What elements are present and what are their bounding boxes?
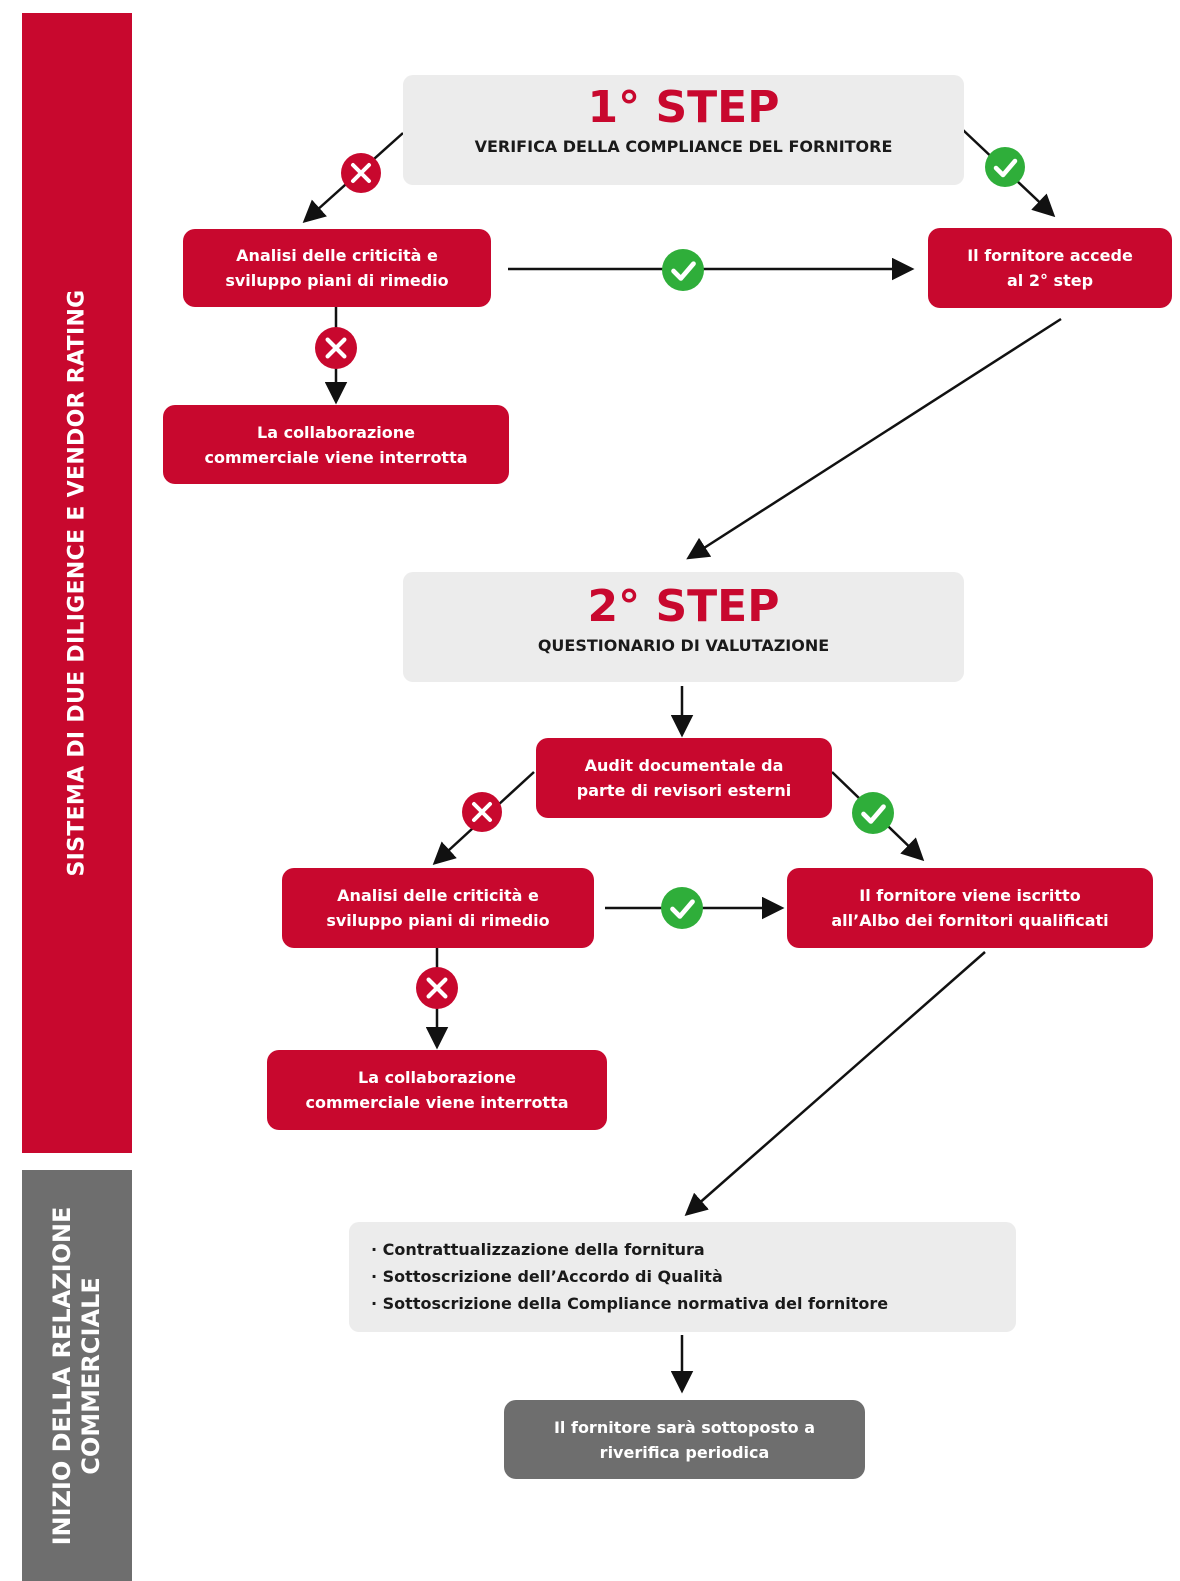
step1-remedy-line1: Analisi delle criticità e [236, 246, 438, 265]
step2-audit-line1: Audit documentale da [584, 756, 784, 775]
check-circle-icon [985, 147, 1025, 187]
periodic-review-box: Il fornitore sarà sottoposto a riverific… [504, 1400, 865, 1479]
step1-interrupt-line2: commerciale viene interrotta [204, 447, 468, 467]
step2-audit-box: Audit documentale da parte di revisori e… [536, 738, 832, 818]
step1-subtitle: VERIFICA DELLA COMPLIANCE DEL FORNITORE [474, 137, 893, 156]
step2-title: 2° STEP [587, 581, 780, 632]
step1-remedy-box: Analisi delle criticità e sviluppo piani… [183, 229, 491, 307]
step2-subtitle: QUESTIONARIO DI VALUTAZIONE [537, 636, 830, 655]
step1-access-line1: Il fornitore accede [967, 246, 1133, 265]
check-circle-icon [662, 249, 704, 291]
step2-remedy-line1: Analisi delle criticità e [337, 886, 539, 905]
step1-interrupt-line1: La collaborazione [257, 422, 415, 442]
summary-item-contract: · Contrattualizzazione della fornitura [371, 1240, 705, 1259]
step1-interrupt-box: La collaborazione commerciale viene inte… [163, 405, 509, 484]
x-circle-icon [462, 792, 502, 832]
x-circle-icon [341, 153, 381, 193]
step2-remedy-line2: sviluppo piani di rimedio [326, 911, 550, 930]
step2-interrupt-line1: La collaborazione [358, 1068, 516, 1087]
x-circle-icon [315, 327, 357, 369]
contract-summary-panel: · Contrattualizzazione della fornitura ·… [349, 1222, 1016, 1332]
step2-registered-line1: Il fornitore viene iscritto [859, 886, 1081, 905]
x-circle-icon [416, 967, 458, 1009]
step1-title: 1° STEP [587, 82, 780, 133]
step2-registered-line2: all’Albo dei fornitori qualificati [831, 911, 1109, 930]
arrow-to-step2 [686, 317, 1062, 560]
step1-panel: 1° STEP VERIFICA DELLA COMPLIANCE DEL FO… [403, 75, 964, 185]
step2-remedy-box: Analisi delle criticità e sviluppo piani… [282, 868, 594, 948]
step2-panel: 2° STEP QUESTIONARIO DI VALUTAZIONE [403, 572, 964, 682]
step1-remedy-line2: sviluppo piani di rimedio [225, 271, 449, 290]
summary-item-quality-agreement: · Sottoscrizione dell’Accordo di Qualità [371, 1267, 723, 1286]
commercial-relation-sidebar: INIZIO DELLA RELAZIONE COMMERCIALE [22, 1170, 132, 1581]
step2-interrupt-box: La collaborazione commerciale viene inte… [267, 1050, 607, 1130]
periodic-review-line2: riverifica periodica [599, 1442, 770, 1462]
arrow-to-summary [684, 951, 986, 1216]
step2-audit-line2: parte di revisori esterni [576, 781, 792, 800]
periodic-review-line1: Il fornitore sarà sottoposto a [553, 1417, 816, 1437]
step2-registered-box: Il fornitore viene iscritto all’Albo dei… [787, 868, 1153, 948]
check-circle-icon [852, 792, 894, 834]
summary-item-compliance: · Sottoscrizione della Compliance normat… [371, 1294, 889, 1313]
due-diligence-sidebar: SISTEMA DI DUE DILIGENCE E VENDOR RATING [22, 13, 132, 1153]
step1-access-line2: al 2° step [1006, 271, 1094, 290]
step2-interrupt-line2: commerciale viene interrotta [305, 1093, 569, 1112]
check-circle-icon [661, 887, 703, 929]
step1-access-box: Il fornitore accede al 2° step [928, 228, 1172, 308]
